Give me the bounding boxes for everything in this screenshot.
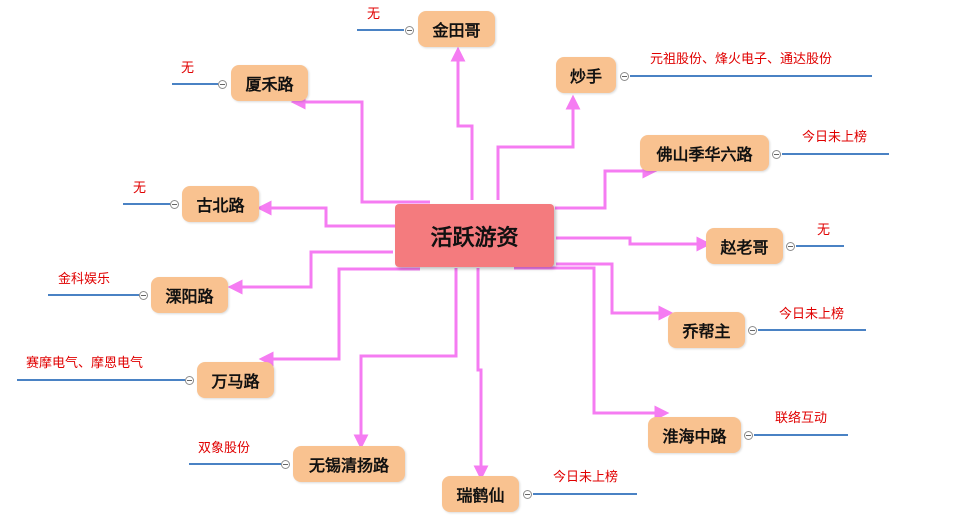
note-foshan: 今日未上榜	[802, 130, 868, 145]
connector-chaoshou	[496, 94, 581, 200]
node-wuxi[interactable]: 无锡清扬路	[293, 446, 405, 482]
note-line-huaihai	[754, 434, 848, 436]
note-line-chaoshou	[630, 75, 872, 77]
center-node[interactable]: 活跃游资	[395, 204, 554, 267]
connector-gubeilu	[256, 200, 395, 228]
note-line-wanmalu	[17, 379, 185, 381]
collapse-toggle-wanmalu[interactable]	[185, 376, 194, 385]
note-gubeilu: 无	[133, 181, 147, 196]
connector-jintiange	[450, 46, 474, 200]
note-huaihai: 联络互动	[775, 411, 828, 426]
connector-ruihexian	[473, 268, 489, 481]
note-liyanglu: 金科娱乐	[58, 272, 111, 287]
connector-zhaolaoge	[556, 236, 712, 252]
connector-foshan	[555, 163, 658, 210]
collapse-toggle-xiahelu[interactable]	[218, 80, 227, 89]
node-wanmalu[interactable]: 万马路	[197, 362, 274, 398]
note-line-qiaobangzhu	[758, 329, 866, 331]
collapse-toggle-chaoshou[interactable]	[620, 72, 629, 81]
node-chaoshou[interactable]: 炒手	[556, 57, 616, 93]
collapse-toggle-gubeilu[interactable]	[170, 200, 179, 209]
connector-qiaobangzhu	[556, 262, 674, 321]
note-chaoshou: 元祖股份、烽火电子、通达股份	[650, 52, 833, 67]
connector-xiahelu	[290, 94, 430, 204]
node-huaihai[interactable]: 淮海中路	[648, 417, 741, 453]
note-line-wuxi	[189, 463, 281, 465]
note-zhaolaoge: 无	[817, 223, 831, 238]
collapse-toggle-jintiange[interactable]	[405, 26, 414, 35]
node-zhaolaoge[interactable]: 赵老哥	[706, 228, 783, 264]
note-wanmalu: 赛摩电气、摩恩电气	[26, 356, 144, 371]
connector-huaihai	[514, 266, 670, 421]
connector-liyanglu	[227, 250, 393, 295]
collapse-toggle-foshan[interactable]	[772, 150, 781, 159]
note-line-jintiange	[357, 29, 404, 31]
collapse-toggle-huaihai[interactable]	[744, 431, 753, 440]
note-line-liyanglu	[48, 294, 139, 296]
collapse-toggle-liyanglu[interactable]	[139, 291, 148, 300]
note-line-zhaolaoge	[796, 245, 844, 247]
note-wuxi: 双象股份	[198, 441, 251, 456]
note-line-gubeilu	[123, 203, 170, 205]
node-xiahelu[interactable]: 厦禾路	[231, 65, 308, 101]
node-gubeilu[interactable]: 古北路	[182, 186, 259, 222]
node-jintiange[interactable]: 金田哥	[418, 11, 495, 47]
collapse-toggle-wuxi[interactable]	[281, 460, 290, 469]
note-line-foshan	[782, 153, 889, 155]
note-xiahelu: 无	[181, 61, 195, 76]
note-jintiange: 无	[367, 7, 381, 22]
note-line-xiahelu	[172, 83, 218, 85]
connector-wuxi	[353, 268, 458, 450]
collapse-toggle-zhaolaoge[interactable]	[786, 242, 795, 251]
collapse-toggle-ruihexian[interactable]	[523, 490, 532, 499]
node-liyanglu[interactable]: 溧阳路	[151, 277, 228, 313]
node-ruihexian[interactable]: 瑞鹤仙	[442, 476, 519, 512]
note-ruihexian: 今日未上榜	[553, 470, 619, 485]
connector-wanmalu	[258, 267, 420, 367]
node-qiaobangzhu[interactable]: 乔帮主	[668, 312, 745, 348]
collapse-toggle-qiaobangzhu[interactable]	[748, 326, 757, 335]
note-qiaobangzhu: 今日未上榜	[779, 307, 845, 322]
node-foshan[interactable]: 佛山季华六路	[640, 135, 769, 171]
note-line-ruihexian	[533, 493, 637, 495]
